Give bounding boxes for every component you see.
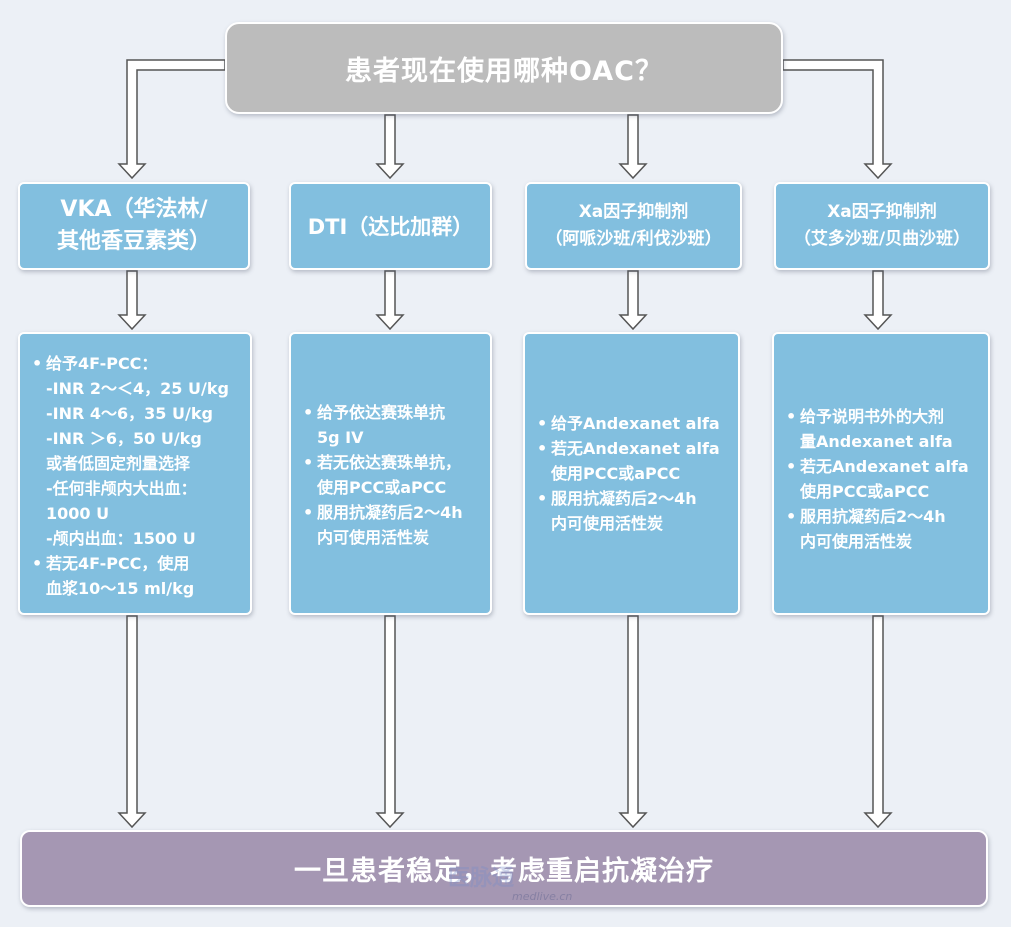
watermark-logo: 医脉通: [448, 866, 515, 891]
arrow-title-to-dti: [375, 114, 405, 180]
arrow-header-to-detail-1: [375, 270, 405, 331]
bullet-item: 服用抗凝药后2～4h: [303, 500, 490, 525]
column-detail-vka: 给予4F-PCC： -INR 2～＜4，25 U/kg -INR 4～6，35 U/…: [18, 332, 252, 615]
watermark-site: medlive.cn: [512, 890, 573, 903]
column-detail-xa-apixaban: 给予Andexanet alfa若无Andexanet alfa 使用PCC或aP…: [523, 332, 740, 615]
column-header-xa-edoxaban: Xa因子抑制剂 （艾多沙班/贝曲沙班）: [774, 182, 990, 270]
arrow-title-to-xa-apixaban: [618, 114, 648, 180]
question-box: 患者现在使用哪种OAC？: [225, 22, 783, 114]
detail-list: 给予依达赛珠单抗 5g IV 若无依达赛珠单抗， 使用PCC或aPCC 服用抗凝药后2～…: [303, 400, 490, 550]
detail-list: 给予4F-PCC： -INR 2～＜4，25 U/kg -INR 4～6，35 U/…: [32, 351, 250, 601]
header-line: Xa因子抑制剂: [827, 202, 937, 222]
bullet-item: 服用抗凝药后2～4h: [537, 486, 738, 511]
bullet-continuation: -INR 2～＜4，25 U/kg: [46, 379, 229, 398]
column-header-dti: DTI（达比加群）: [289, 182, 492, 270]
question-text: 患者现在使用哪种OAC？: [345, 55, 663, 87]
header-line: 其他香豆素类）: [56, 229, 211, 254]
arrow-header-to-detail-2: [618, 270, 648, 331]
elbow-arrow-right: [782, 59, 893, 180]
arrow-detail-to-conclusion-3: [863, 615, 893, 829]
bullet-continuation: -INR ＞6，50 U/kg: [46, 429, 202, 448]
bullet-item: 若无Andexanet alfa: [786, 454, 988, 479]
bullet-continuation: 5g IV: [317, 428, 364, 447]
bullet-continuation: 内可使用活性炭: [317, 528, 430, 547]
conclusion-text: 一旦患者稳定，考虑重启抗凝治疗: [294, 856, 714, 887]
bullet-continuation: 使用PCC或aPCC: [317, 478, 447, 497]
conclusion-box: 一旦患者稳定，考虑重启抗凝治疗: [20, 830, 988, 907]
header-line: （阿哌沙班/利伐沙班）: [545, 229, 722, 249]
bullet-continuation: -颅内出血：1500 U: [46, 529, 196, 548]
arrow-detail-to-conclusion-2: [618, 615, 648, 829]
bullet-item: 给予说明书外的大剂: [786, 404, 988, 429]
bullet-continuation: -INR 4～6，35 U/kg: [46, 404, 213, 423]
bullet-continuation: 血浆10～15 ml/kg: [46, 579, 195, 598]
elbow-arrow-left: [117, 59, 226, 180]
bullet-continuation: 内可使用活性炭: [551, 514, 664, 533]
detail-list: 给予Andexanet alfa若无Andexanet alfa 使用PCC或aP…: [537, 411, 738, 536]
arrow-detail-to-conclusion-1: [375, 615, 405, 829]
bullet-continuation: 量Andexanet alfa: [800, 432, 953, 451]
bullet-continuation: 使用PCC或aPCC: [800, 482, 930, 501]
header-line: DTI（达比加群）: [307, 215, 474, 239]
bullet-item: 给予依达赛珠单抗: [303, 400, 490, 425]
bullet-item: 若无依达赛珠单抗，: [303, 450, 490, 475]
arrow-header-to-detail-0: [117, 270, 147, 331]
arrow-header-to-detail-3: [863, 270, 893, 331]
bullet-continuation: 内可使用活性炭: [800, 532, 913, 551]
header-line: （艾多沙班/贝曲沙班）: [793, 229, 971, 249]
bullet-item: 服用抗凝药后2～4h: [786, 504, 988, 529]
bullet-continuation: -任何非颅内大出血：: [46, 479, 197, 498]
bullet-continuation: 1000 U: [46, 504, 110, 523]
bullet-item: 若无Andexanet alfa: [537, 436, 738, 461]
column-header-xa-apixaban: Xa因子抑制剂 （阿哌沙班/利伐沙班）: [525, 182, 742, 270]
arrow-detail-to-conclusion-0: [117, 615, 147, 829]
bullet-item: 给予4F-PCC：: [32, 351, 250, 376]
column-detail-dti: 给予依达赛珠单抗 5g IV 若无依达赛珠单抗， 使用PCC或aPCC 服用抗凝药后2～…: [289, 332, 492, 615]
bullet-item: 若无4F-PCC，使用: [32, 551, 250, 576]
bullet-continuation: 或者低固定剂量选择: [46, 454, 191, 473]
bullet-continuation: 使用PCC或aPCC: [551, 464, 681, 483]
column-header-vka: VKA（华法林/ 其他香豆素类）: [18, 182, 250, 270]
header-line: VKA（华法林/: [60, 197, 208, 222]
header-line: Xa因子抑制剂: [578, 202, 689, 222]
bullet-item: 给予Andexanet alfa: [537, 411, 738, 436]
